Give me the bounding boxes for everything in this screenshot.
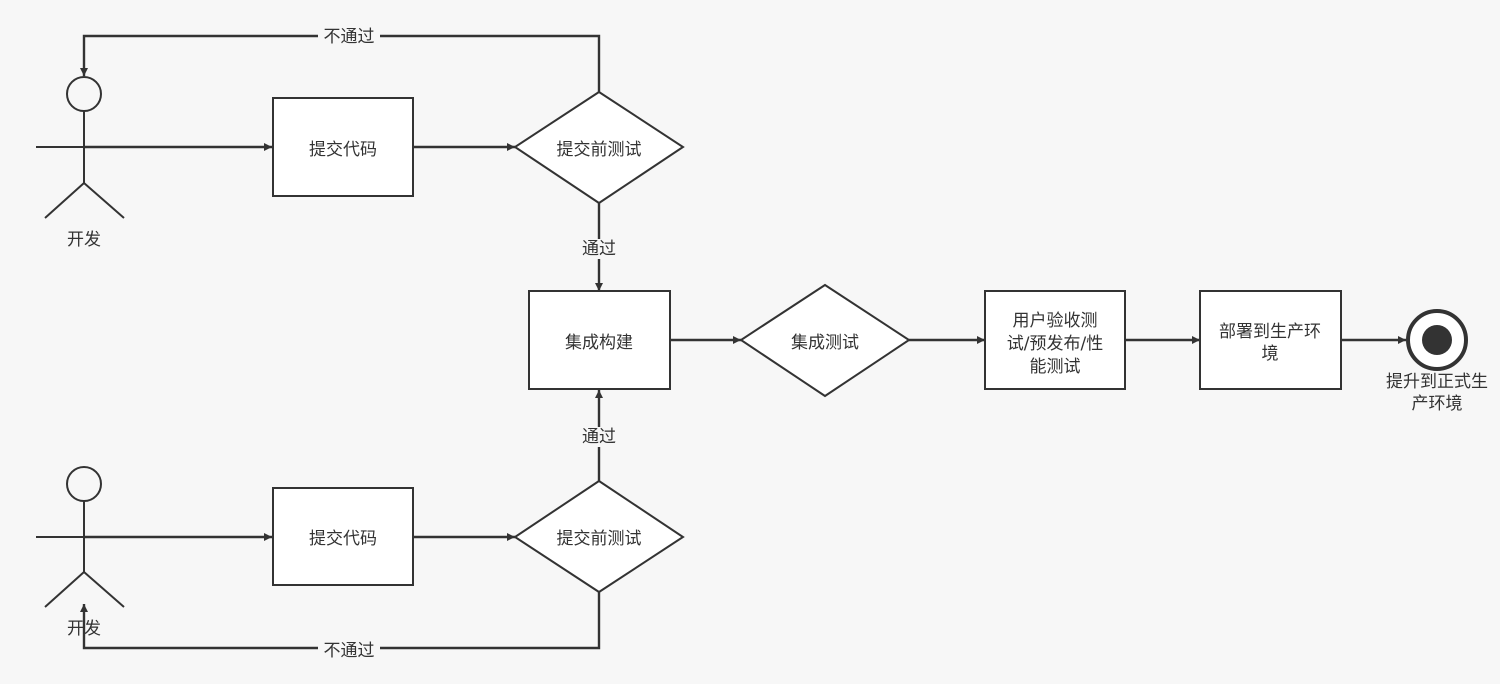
actor-head [66,466,102,502]
node-label: 提交代码 [309,529,377,549]
node-label-line: 产环境 [1412,394,1463,414]
node-commit-top: 提交代码 [272,97,414,197]
node-pretest-bottom: 提交前测试 [513,479,685,594]
edge-label-fail-top: 不通过 [324,27,375,47]
node-label: 提交前测试 [557,140,642,160]
node-deploy: 部署到生产环 境 [1199,290,1342,390]
node-label-line: 用户验收测 [1013,311,1098,331]
node-label: 集成测试 [791,333,859,353]
node-end: 提升到正式生 产环境 [1386,309,1488,414]
node-label-line: 试/预发布/性 [1007,334,1103,354]
edge-fail-bottom [80,592,601,650]
edge-label-pass-top: 通过 [582,239,616,259]
node-pretest-top: 提交前测试 [513,90,685,205]
node-label: 提交代码 [309,140,377,160]
node-commit-bottom: 提交代码 [272,487,414,586]
node-label-line: 部署到生产环 [1219,322,1321,342]
actor-developer-bottom: 开发 [36,466,125,639]
node-label-line: 能测试 [1030,357,1081,377]
node-label: 提交前测试 [557,529,642,549]
actor-label: 开发 [67,230,101,250]
node-build: 集成构建 [528,290,671,390]
end-state-dot [1422,325,1452,355]
node-label: 集成构建 [565,333,633,353]
node-label-line: 境 [1262,344,1279,364]
actor-head [66,76,102,112]
node-integration-test: 集成测试 [739,283,911,398]
edge-label-fail-bottom: 不通过 [324,641,375,661]
actor-developer-top: 开发 [36,76,125,250]
node-uat: 用户验收测 试/预发布/性 能测试 [984,290,1126,390]
node-label-line: 提升到正式生 [1386,372,1488,392]
edge-label-pass-bottom: 通过 [582,427,616,447]
